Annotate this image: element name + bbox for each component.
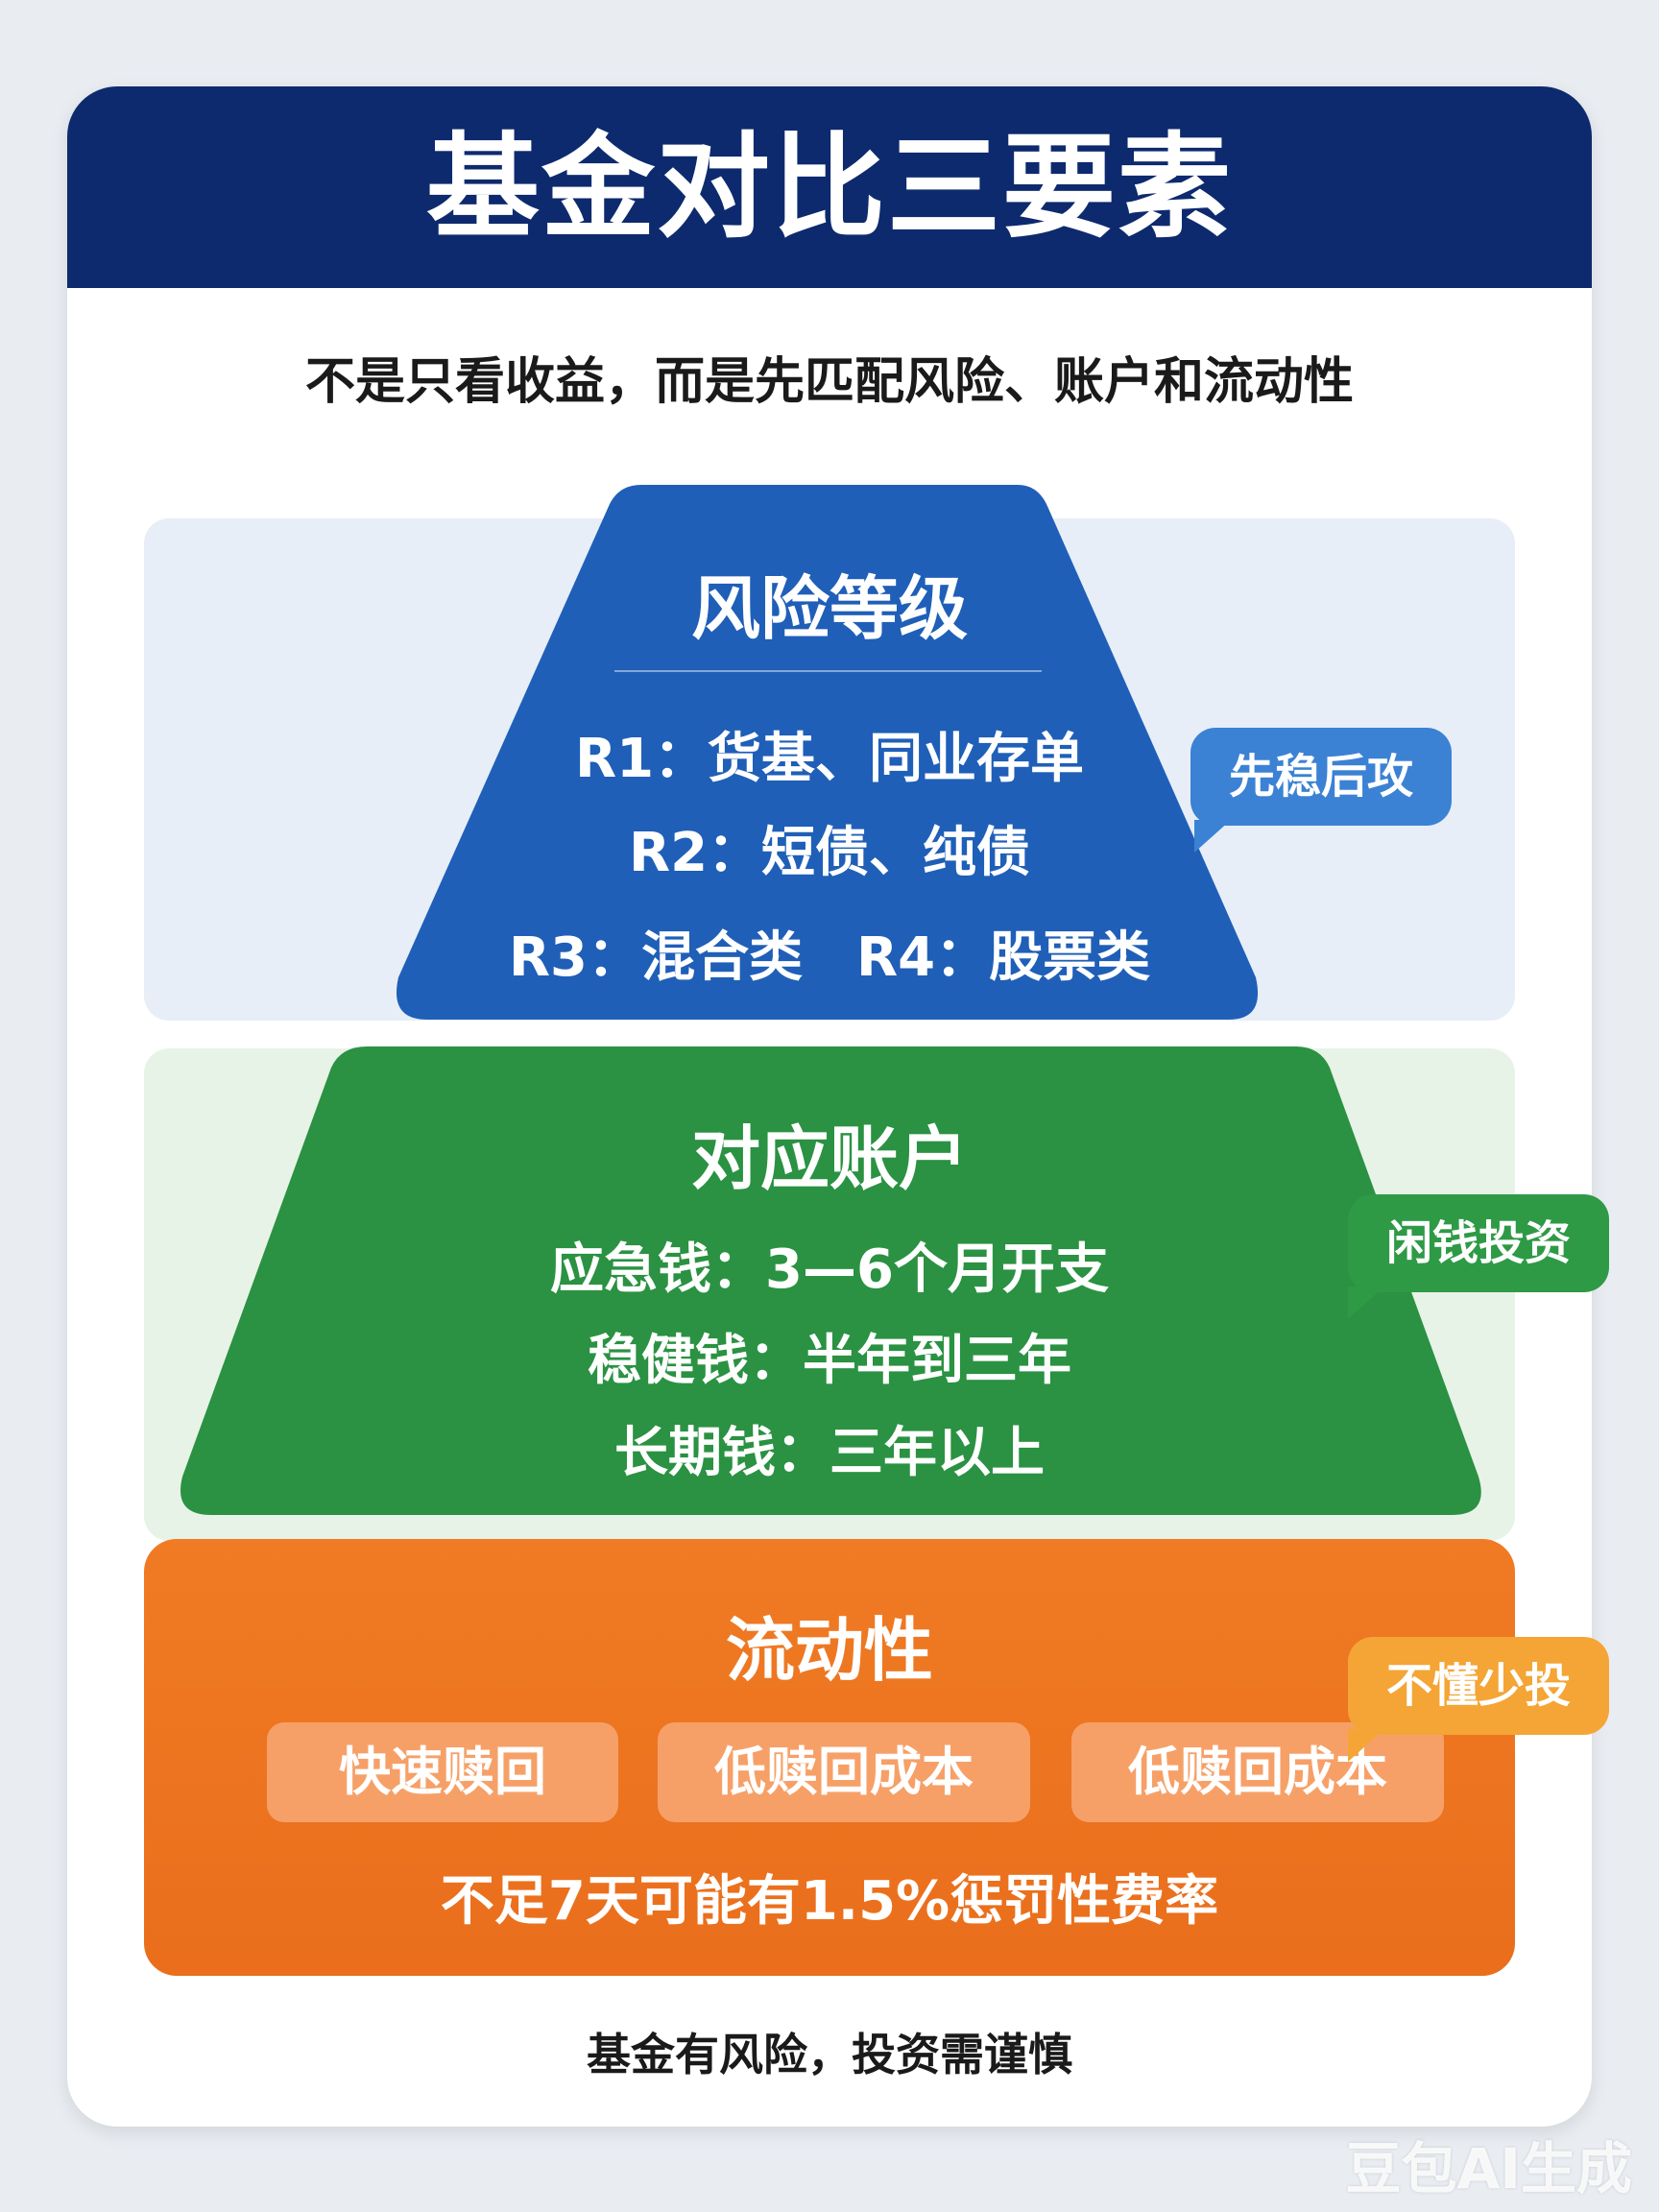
risk-disclaimer: 基金有风险，投资需谨慎	[587, 2029, 1072, 2080]
ai-watermark: 豆包AI生成	[1345, 2136, 1632, 2201]
liquidity-pill-fast-redeem: 快速赎回	[267, 1722, 618, 1822]
account-line-emergency: 应急钱：3—6个月开支	[550, 1238, 1109, 1301]
account-line-stable: 稳健钱：半年到三年	[588, 1330, 1071, 1392]
tag-bubble-steady: 先稳后攻	[1190, 728, 1452, 853]
title-banner: 基金对比三要素	[67, 86, 1592, 288]
liquidity-note: 不足7天可能有1.5%惩罚性费率	[440, 1870, 1219, 1933]
account-line-longterm: 长期钱：三年以上	[614, 1422, 1045, 1484]
risk-trapezoid	[397, 485, 1259, 1020]
liquidity-pill-low-cost-2: 低赎回成本	[1071, 1722, 1444, 1822]
risk-line-r3-r4: R3：混合类 R4：股票类	[508, 926, 1151, 989]
page-subtitle: 不是只看收益，而是先匹配风险、账户和流动性	[304, 353, 1354, 411]
liquidity-tier-title: 流动性	[725, 1610, 933, 1691]
risk-line-r1: R1：货基、同业存单	[574, 728, 1085, 790]
risk-divider	[614, 670, 1042, 672]
account-trapezoid	[180, 1046, 1481, 1515]
risk-tier-title: 风险等级	[690, 568, 968, 649]
risk-line-r2: R2：短债、纯债	[628, 822, 1031, 884]
page-title: 基金对比三要素	[425, 121, 1233, 253]
liquidity-pill-low-cost-1: 低赎回成本	[658, 1722, 1030, 1822]
tag-bubble-cautious: 不懂少投	[1348, 1637, 1609, 1762]
tag-bubble-idle-money: 闲钱投资	[1348, 1194, 1609, 1319]
account-tier-title: 对应账户	[690, 1118, 968, 1199]
